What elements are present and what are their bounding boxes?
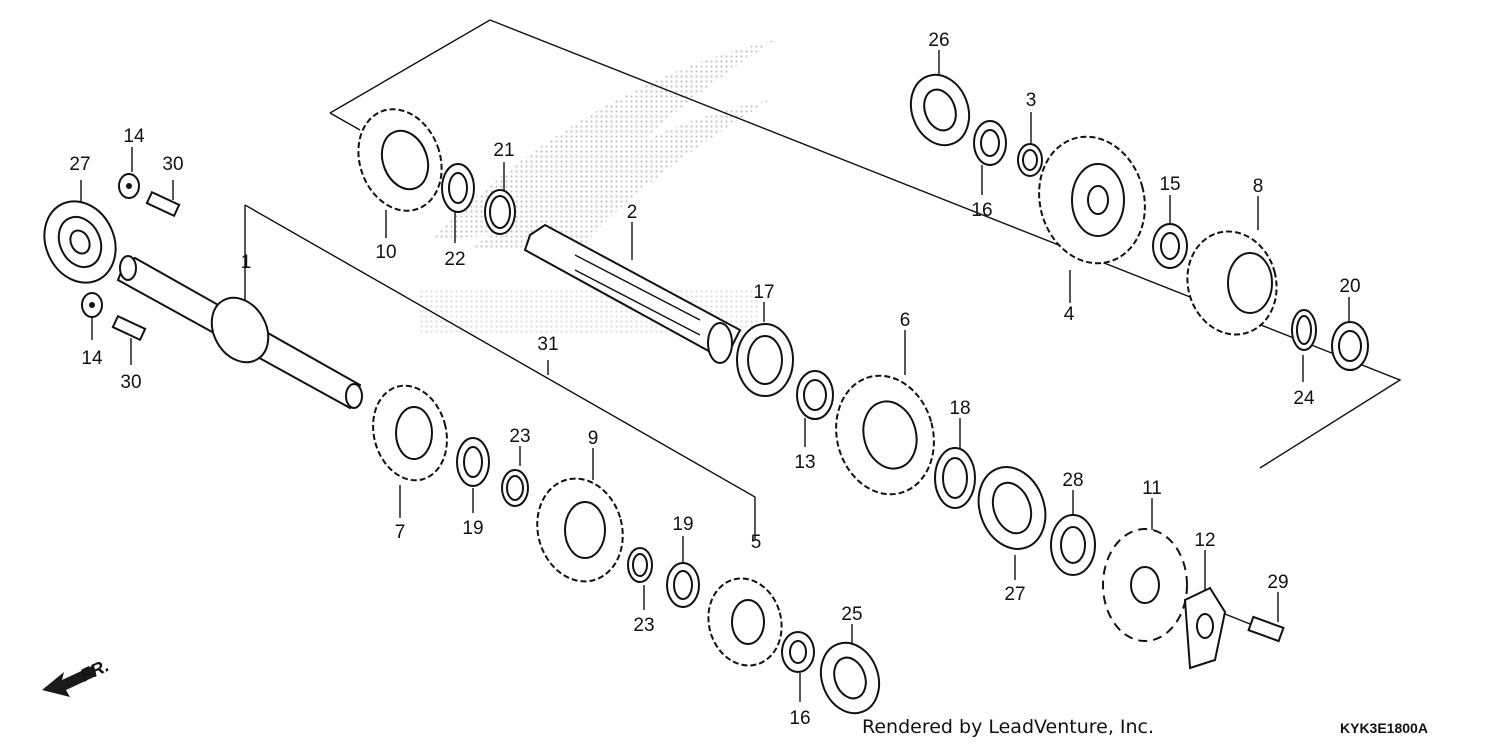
callout-19-left: 19 xyxy=(462,518,483,539)
callout-30-lower: 30 xyxy=(120,372,141,393)
part-8-gear xyxy=(1186,230,1278,336)
part-14-washer-lower xyxy=(81,292,103,318)
part-24-circlip xyxy=(1291,309,1317,351)
callout-29: 29 xyxy=(1267,572,1288,593)
part-21-circlip xyxy=(484,189,516,235)
callout-6: 6 xyxy=(900,310,911,331)
part-23-circlip-a xyxy=(501,469,529,507)
callout-21: 21 xyxy=(493,140,514,161)
callout-24: 24 xyxy=(1293,388,1315,409)
callout-5: 5 xyxy=(751,532,762,553)
part-10-gear xyxy=(357,108,443,212)
part-13-washer xyxy=(796,370,834,420)
part-20-washer xyxy=(1331,321,1369,371)
callout-9: 9 xyxy=(588,428,599,449)
callout-4: 4 xyxy=(1064,304,1075,325)
part-11-sprocket xyxy=(1102,528,1188,642)
part-23-circlip-b xyxy=(627,547,653,583)
part-1-main-shaft xyxy=(116,255,363,410)
part-12-plate xyxy=(1183,586,1227,670)
group-outlines xyxy=(244,19,1402,540)
part-9-gear xyxy=(536,477,624,583)
part-3-collar xyxy=(1017,143,1043,177)
callout-20: 20 xyxy=(1339,276,1360,297)
callout-14-upper: 14 xyxy=(123,126,145,147)
callout-28: 28 xyxy=(1062,470,1083,491)
callout-8: 8 xyxy=(1253,176,1264,197)
callout-31: 31 xyxy=(537,334,558,355)
callout-22: 22 xyxy=(444,249,465,270)
callout-2: 2 xyxy=(627,202,638,223)
callout-27-left: 27 xyxy=(69,154,90,175)
front-direction-arrow: FR. xyxy=(42,655,112,697)
part-19-washer-a xyxy=(456,437,490,487)
part-14-washer-upper xyxy=(118,173,140,199)
callout-27-right: 27 xyxy=(1004,584,1025,605)
callout-19-right: 19 xyxy=(672,514,693,535)
part-25-bearing xyxy=(819,641,881,715)
part-27-bearing-right xyxy=(977,466,1047,550)
callout-18: 18 xyxy=(949,398,970,419)
part-5-gear xyxy=(707,577,783,667)
callout-15: 15 xyxy=(1159,174,1180,195)
callout-12: 12 xyxy=(1194,530,1215,551)
part-28-seal xyxy=(1050,514,1096,576)
callout-23-upper: 23 xyxy=(509,426,530,447)
part-16-washer-lower xyxy=(781,631,815,673)
part-7-gear xyxy=(372,384,448,482)
callout-16-lower: 16 xyxy=(789,708,810,729)
part-4-gear xyxy=(1038,135,1146,265)
part-15-washer xyxy=(1152,223,1188,269)
part-26-bearing xyxy=(909,73,971,147)
callout-1: 1 xyxy=(241,252,252,273)
part-6-gear xyxy=(835,374,935,496)
callout-11: 11 xyxy=(1142,478,1162,499)
part-19-washer-b xyxy=(666,562,700,608)
callout-labels: 1 2 3 4 5 6 7 8 9 10 11 12 13 14 14 15 1… xyxy=(69,30,1360,729)
credit-text: Rendered by LeadVenture, Inc. xyxy=(862,716,1154,738)
part-30-bolt-upper xyxy=(145,190,181,218)
part-30-bolt-lower xyxy=(111,314,147,342)
part-2-counter-shaft xyxy=(523,223,742,364)
callout-3: 3 xyxy=(1026,90,1037,111)
callout-23-lower: 23 xyxy=(633,615,654,636)
callout-10: 10 xyxy=(375,242,396,263)
callout-7: 7 xyxy=(395,522,406,543)
callout-13: 13 xyxy=(794,452,815,473)
diagram-code: KYK3E1800A xyxy=(1340,720,1428,736)
part-16-washer-upper xyxy=(973,120,1007,166)
callout-16-upper: 16 xyxy=(971,200,992,221)
part-22-washer xyxy=(441,163,475,213)
brand-watermark xyxy=(420,40,775,335)
callout-30-upper: 30 xyxy=(162,154,183,175)
part-27-bearing-left xyxy=(43,200,117,284)
callout-25: 25 xyxy=(841,604,862,625)
callout-26: 26 xyxy=(928,30,949,51)
part-17-washer xyxy=(736,323,794,397)
part-18-washer xyxy=(934,447,976,509)
callout-17: 17 xyxy=(753,282,774,303)
part-29-bolt xyxy=(1247,615,1285,643)
callout-14-lower: 14 xyxy=(81,348,103,369)
leader-lines xyxy=(80,50,1350,702)
